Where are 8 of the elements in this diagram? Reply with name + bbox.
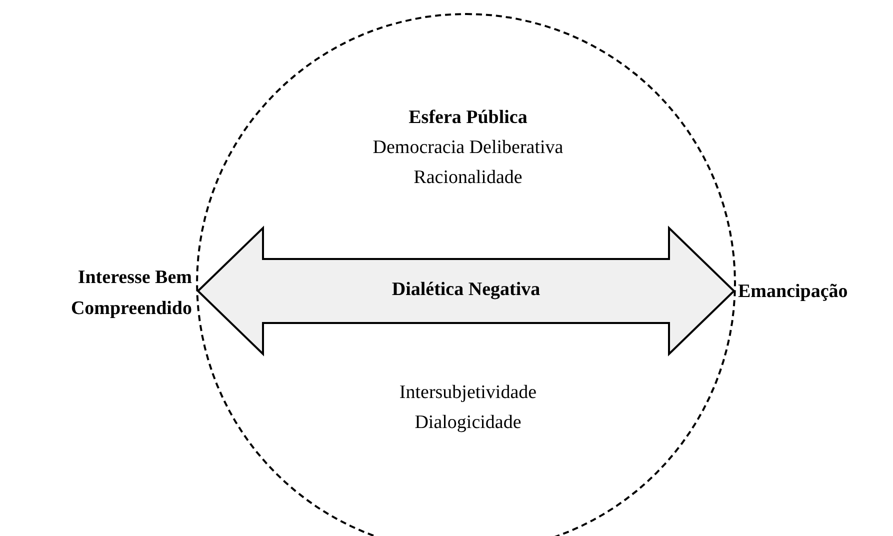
body-text: Intersubjetividade Dialogicidade	[398, 381, 538, 435]
heading-text: Esfera Pública	[408, 106, 528, 130]
double-arrow	[196, 226, 736, 356]
body-text: Democracia Deliberativa Racionalidade	[372, 136, 564, 190]
text-label: Emancipação	[738, 276, 888, 308]
edge-label: Dialética Negativa	[390, 278, 542, 302]
text-label: Interesse Bem Compreendido	[0, 262, 192, 324]
dashed-circle	[196, 13, 736, 536]
